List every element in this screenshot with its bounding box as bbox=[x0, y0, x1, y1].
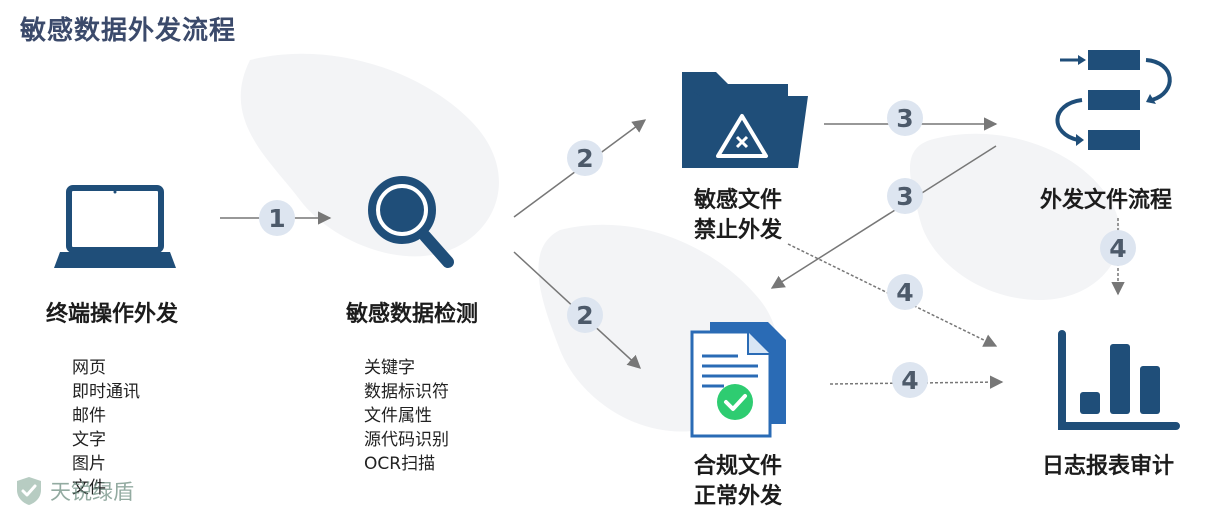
list-item: 文字 bbox=[72, 430, 106, 450]
magnifier-icon bbox=[368, 176, 454, 268]
detect-label: 敏感数据检测 bbox=[346, 302, 479, 327]
detect-method-list: 关键字 数据标识符 文件属性 源代码识别 OCR扫描 bbox=[364, 356, 449, 476]
bar-chart-icon bbox=[1058, 330, 1180, 430]
step-badge-4c: 4 bbox=[1100, 230, 1136, 266]
step-badges: 1 2 2 3 3 4 4 bbox=[259, 100, 1136, 398]
svg-text:4: 4 bbox=[901, 366, 918, 395]
list-item: 即时通讯 bbox=[72, 382, 140, 402]
svg-text:1: 1 bbox=[268, 204, 285, 233]
blocked-label-line2: 禁止外发 bbox=[694, 218, 783, 243]
compliant-label-line1: 合规文件 bbox=[694, 454, 783, 479]
step-badge-2a: 2 bbox=[567, 140, 603, 176]
flow-label: 外发文件流程 bbox=[1040, 188, 1173, 213]
list-item: 数据标识符 bbox=[364, 382, 449, 402]
watermark: 天锐绿盾 bbox=[14, 474, 134, 508]
svg-text:3: 3 bbox=[896, 182, 913, 211]
step-badge-1: 1 bbox=[259, 200, 295, 236]
terminal-channel-list: 网页 即时通讯 邮件 文字 图片 文件 bbox=[72, 356, 140, 500]
list-item: 邮件 bbox=[72, 406, 106, 426]
blocked-folder-icon bbox=[682, 72, 808, 168]
terminal-label: 终端操作外发 bbox=[46, 302, 179, 327]
svg-text:2: 2 bbox=[576, 301, 593, 330]
blocked-label: 敏感文件 禁止外发 bbox=[694, 186, 782, 246]
laptop-icon bbox=[54, 185, 176, 268]
arrow-3b bbox=[770, 145, 997, 289]
step-badge-4b: 4 bbox=[892, 362, 928, 398]
list-item: 关键字 bbox=[364, 358, 415, 378]
step-badge-3a: 3 bbox=[887, 100, 923, 136]
list-item: 网页 bbox=[72, 358, 106, 378]
svg-text:3: 3 bbox=[896, 104, 913, 133]
list-item: 文件属性 bbox=[364, 406, 432, 426]
step-badge-4a: 4 bbox=[887, 274, 923, 310]
page-title: 敏感数据外发流程 bbox=[20, 16, 237, 46]
compliant-label: 合规文件 正常外发 bbox=[694, 452, 782, 512]
shield-icon bbox=[17, 477, 41, 505]
audit-label: 日志报表审计 bbox=[1042, 454, 1175, 479]
list-item: 图片 bbox=[72, 454, 106, 474]
list-item: 源代码识别 bbox=[364, 430, 449, 450]
step-badge-2b: 2 bbox=[567, 297, 603, 333]
compliant-label-line2: 正常外发 bbox=[694, 484, 783, 509]
blocked-label-line1: 敏感文件 bbox=[694, 188, 783, 213]
flow-cycle-icon bbox=[1055, 50, 1172, 150]
svg-text:2: 2 bbox=[576, 144, 593, 173]
svg-text:4: 4 bbox=[896, 278, 913, 307]
list-item: 文件 bbox=[72, 478, 106, 498]
step-badge-3b: 3 bbox=[887, 178, 923, 214]
compliant-document-icon bbox=[690, 322, 786, 438]
svg-text:4: 4 bbox=[1109, 234, 1126, 263]
list-item: OCR扫描 bbox=[364, 454, 436, 474]
watermark-text: 天锐绿盾 bbox=[50, 480, 134, 504]
